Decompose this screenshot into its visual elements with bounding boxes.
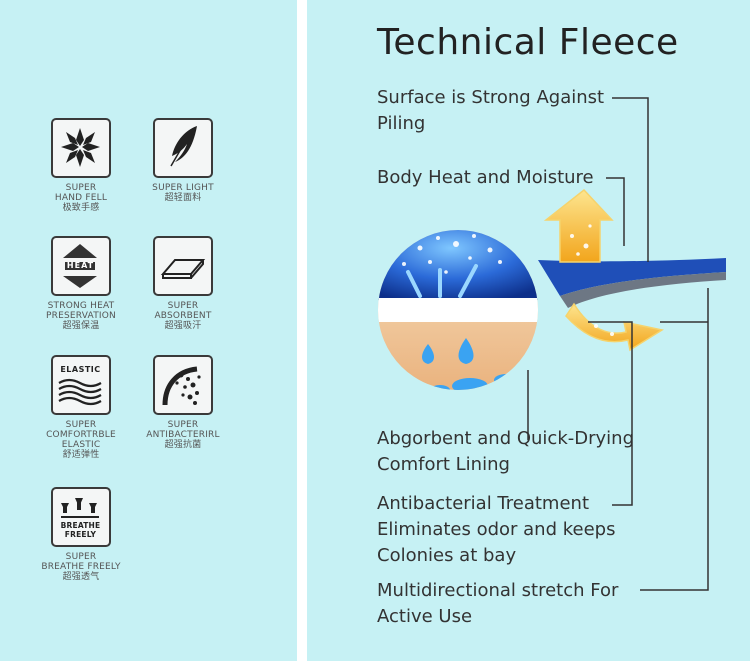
feature-cn-label: 超强吸汗 [164,321,202,331]
feature-cn-label: 超轻面料 [164,193,202,203]
fleece-layer-diagram [378,97,726,591]
feature-cn-label: 极致手感 [62,203,100,213]
panel-divider [297,0,307,661]
feature-label: SUPER ABSORBENT [154,301,212,321]
desc-absorbent-lining: Abgorbent and Quick-Drying Comfort Linin… [377,428,634,475]
absorbent-pad-icon [153,236,213,296]
feature-absorbent: SUPER ABSORBENT 超强吸汗 [113,236,253,331]
breathe-arrows-icon: BREATHE FREELY [51,487,111,547]
leader-lines [527,97,709,591]
feature-elastic: ELASTIC SUPER COMFORTRBLE ELASTIC 舒适弹性 [11,355,151,460]
heat-moisture-arrow [543,188,614,263]
desc-antibacterial: Antibacterial Treatment Eliminates odor … [377,493,616,566]
feature-super-light: SUPER LIGHT 超轻面料 [113,118,253,203]
feature-heat-preservation: HEAT STRONG HEAT PRESERVATION 超强保温 [11,236,151,331]
feature-cn-label: 舒适弹性 [62,450,100,460]
snowflake-icon [51,118,111,178]
desc-surface-piling: Surface is Strong Against Piling [377,87,605,134]
feature-antibacterial: SUPER ANTIBACTERIRL 超强抗菌 [113,355,253,450]
feature-cn-label: 超强抗菌 [164,440,202,450]
elastic-waves-icon: ELASTIC [51,355,111,415]
feature-label: SUPER BREATHE FREELY [41,552,121,572]
feature-cn-label: 超强透气 [62,572,100,582]
absorbent-arrow [565,302,664,352]
feature-label: STRONG HEAT PRESERVATION [46,301,116,321]
elastic-icon-text: ELASTIC [60,365,101,374]
heat-icon-text: HEAT [66,261,95,270]
feature-label: SUPER HAND FELL [54,183,108,203]
feather-icon [153,118,213,178]
feature-label: SUPER LIGHT [152,183,214,193]
fabric-cross-section [378,230,538,390]
antibacterial-icon [153,355,213,415]
feature-cn-label: 超强保温 [62,321,100,331]
feature-label: SUPER COMFORTRBLE ELASTIC [46,420,116,450]
desc-body-heat-moisture: Body Heat and Moisture [377,167,594,188]
feature-label: SUPER ANTIBACTERIRL [146,420,220,440]
fabric-outer-layer [538,258,726,296]
heat-icon: HEAT [51,236,111,296]
feature-icons-panel [0,0,297,661]
feature-breathe: BREATHE FREELY SUPER BREATHE FREELY 超强透气 [11,487,151,582]
fabric-inner-layer [560,272,726,308]
breathe-icon-text: BREATHE FREELY [60,521,101,539]
page-title: Technical Fleece [377,22,679,63]
desc-stretch: Multidirectional stretch For Active Use [377,580,619,627]
feature-hand-feel: SUPER HAND FELL 极致手感 [11,118,151,213]
